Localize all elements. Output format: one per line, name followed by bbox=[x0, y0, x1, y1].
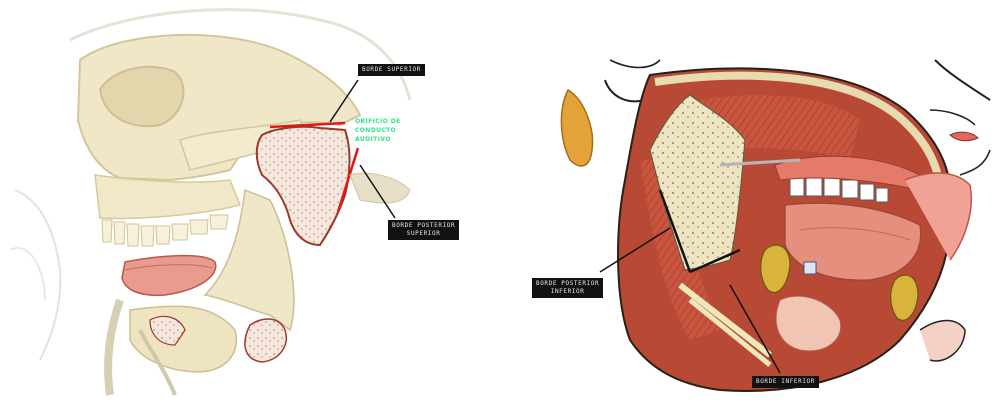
label-bps-line1: BORDE POSTERIOR bbox=[392, 222, 455, 230]
label-borde-posterior-inferior: BORDE POSTERIOR INFERIOR bbox=[532, 278, 603, 298]
label-orificio-line1: ORIFICIO DE bbox=[355, 117, 401, 126]
skull-illustration bbox=[10, 10, 410, 395]
dissection-illustration bbox=[561, 60, 990, 391]
label-orificio-line2: CONDUCTO bbox=[355, 126, 401, 135]
label-borde-superior: BORDE SUPERIOR bbox=[358, 64, 425, 76]
label-bpi-line2: INFERIOR bbox=[536, 288, 599, 296]
label-bpi-line1: BORDE POSTERIOR bbox=[536, 280, 599, 288]
label-orificio-conducto-auditivo: ORIFICIO DE CONDUCTO AUDITIVO bbox=[355, 117, 401, 144]
label-orificio-line3: AUDITIVO bbox=[355, 135, 401, 144]
label-bps-line2: SUPERIOR bbox=[392, 230, 455, 238]
label-borde-inferior: BORDE INFERIOR bbox=[752, 376, 819, 388]
label-borde-posterior-superior: BORDE POSTERIOR SUPERIOR bbox=[388, 220, 459, 240]
